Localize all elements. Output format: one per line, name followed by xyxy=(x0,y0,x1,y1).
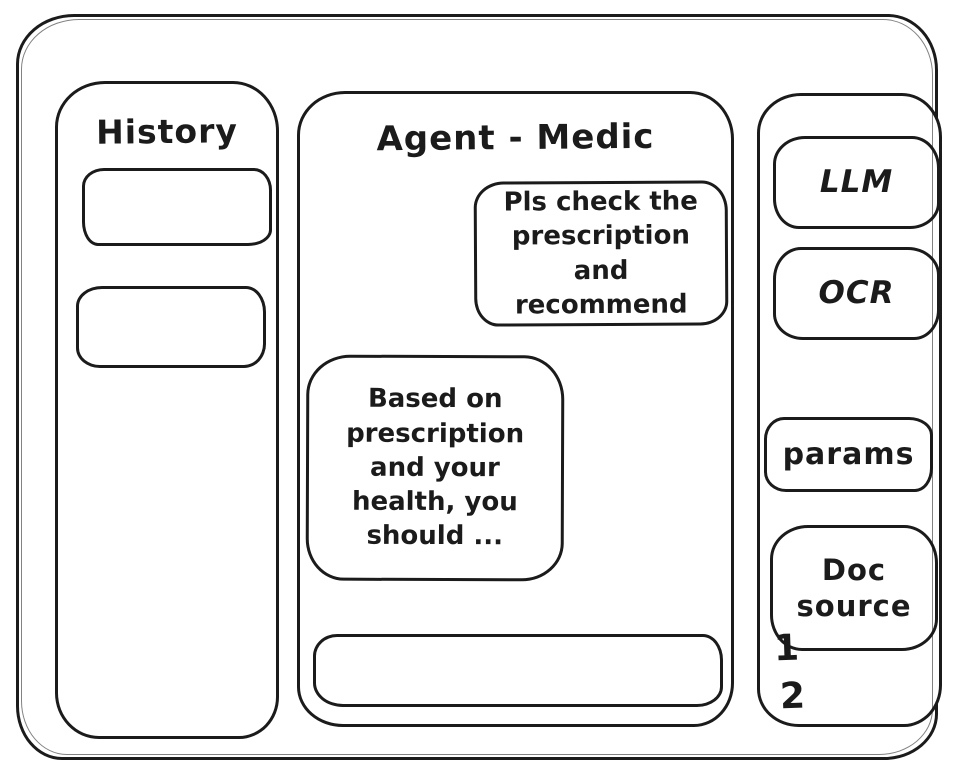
chat-panel: Agent - Medic Pls check the prescription… xyxy=(297,91,734,727)
user-message-bubble: Pls check the prescription and recommend xyxy=(473,180,729,327)
history-item-1[interactable] xyxy=(82,168,272,246)
assistant-message-bubble: Based on prescription and your health, y… xyxy=(305,354,565,582)
llm-button[interactable]: LLM xyxy=(773,136,940,229)
message-input[interactable] xyxy=(313,634,723,707)
ocr-button[interactable]: OCR xyxy=(773,247,940,340)
doc-source-number-2: 2 xyxy=(779,675,806,718)
app-window-frame: History Agent - Medic Pls check the pres… xyxy=(16,14,942,760)
history-item-2[interactable] xyxy=(76,286,266,368)
params-button[interactable]: params xyxy=(764,417,933,492)
chat-title: Agent - Medic xyxy=(376,116,655,160)
doc-source-number-1: 1 xyxy=(773,627,800,670)
history-panel: History xyxy=(55,81,279,739)
tools-panel: LLM OCR params Doc source 1 2 xyxy=(757,93,942,727)
history-title: History xyxy=(95,111,239,152)
doc-source-button[interactable]: Doc source xyxy=(770,525,938,651)
